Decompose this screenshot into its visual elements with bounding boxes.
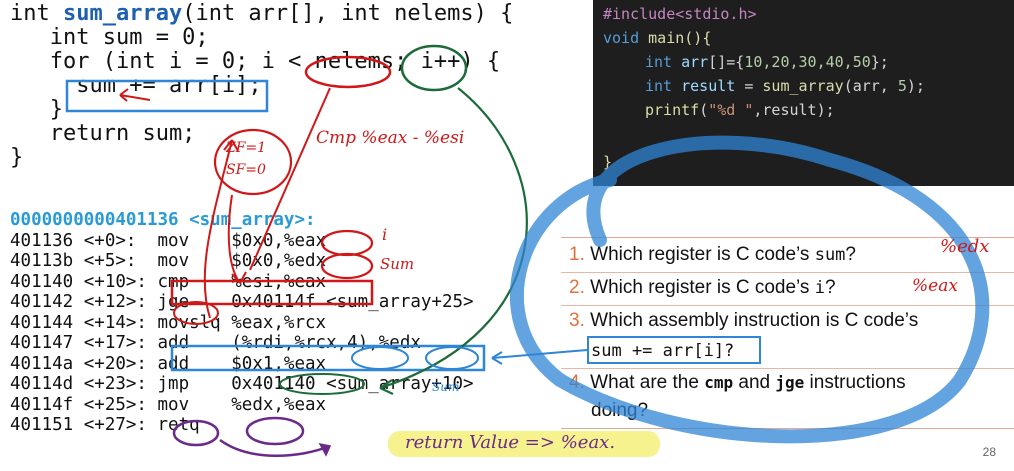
- handwritten-sum-blue: Sum: [432, 380, 460, 394]
- handwritten-return-note: return Value => %eax.: [405, 432, 616, 453]
- handwritten-i: i: [382, 225, 388, 244]
- main-signature: void main(){: [603, 29, 712, 47]
- page-number: 28: [982, 445, 996, 459]
- question-1: 1. Which register is C code’s sum?: [569, 244, 856, 265]
- c-line-6: return sum;: [10, 121, 196, 146]
- handwritten-answer-2: %eax: [912, 276, 958, 296]
- question-3-code: sum += arr[i]?: [591, 341, 735, 361]
- blue-arrowhead: [491, 351, 503, 365]
- handwritten-cmp-note: Cmp %eax - %esi: [316, 128, 465, 148]
- handwritten-zf: ZF=1: [226, 140, 267, 156]
- asm-line: 401144 <+14>: movslq %eax,%rcx: [10, 312, 327, 333]
- divider: [561, 305, 1014, 306]
- questions-box: 1. Which register is C code’s sum? 2. Wh…: [561, 237, 1014, 429]
- asm-line: 401140 <+10>: cmp %esi,%eax: [10, 271, 327, 292]
- purple-arrowhead: [318, 442, 332, 457]
- asm-line: 40114a <+20>: add $0x1,%eax: [10, 353, 327, 374]
- closing-brace: }: [603, 153, 613, 171]
- c-line-3: for (int i = 0; i < nelems; i++) {: [10, 49, 501, 74]
- include-line: #include<stdio.h>: [603, 5, 757, 23]
- array-decl-line: int arr[]={10,20,30,40,50};: [645, 53, 889, 71]
- asm-line: 401147 <+17>: add (%rdi,%rcx,4),%edx: [10, 333, 421, 353]
- divider: [561, 272, 1014, 273]
- question-2: 2. Which register is C code’s i?: [569, 277, 836, 298]
- handwritten-sum: Sum: [380, 255, 415, 273]
- asm-line: 40114d <+23>: jmp 0x401140 <sum_array+10…: [10, 374, 474, 394]
- asm-header: 0000000000401136 <sum_array>:: [10, 210, 316, 230]
- c-line-5: }: [10, 97, 63, 122]
- purple-arrow: [219, 438, 331, 457]
- c-line-7: }: [10, 145, 24, 170]
- handwritten-answer-1: %edx: [940, 236, 990, 257]
- printf-line: printf("%d ",result);: [645, 101, 835, 119]
- asm-line: 40114f <+25>: mov %edx,%eax: [10, 394, 327, 415]
- divider: [561, 368, 1014, 369]
- asm-line: 401136 <+0>: mov $0x0,%eax: [10, 230, 327, 251]
- question-4-cont: doing?: [591, 400, 649, 421]
- asm-line: 401142 <+12>: jge 0x40114f <sum_array+25…: [10, 292, 474, 312]
- main-code-panel: #include<stdio.h> void main(){ int arr[]…: [593, 0, 1014, 186]
- c-line-2: int sum = 0;: [10, 25, 209, 50]
- question-4: 4. What are the cmp and jge instructions: [569, 372, 906, 393]
- c-line-1: int sum_array(int arr[], int nelems) {: [10, 1, 514, 26]
- assembly-listing: 0000000000401136 <sum_array>:401136 <+0>…: [10, 210, 474, 436]
- question-3: 3. Which assembly instruction is C code’…: [569, 310, 919, 331]
- function-name: sum_array: [62, 1, 183, 26]
- handwritten-sf: SF=0: [226, 162, 266, 178]
- result-decl-line: int result = sum_array(arr, 5);: [645, 77, 925, 95]
- c-line-4: sum += arr[i];: [10, 73, 262, 98]
